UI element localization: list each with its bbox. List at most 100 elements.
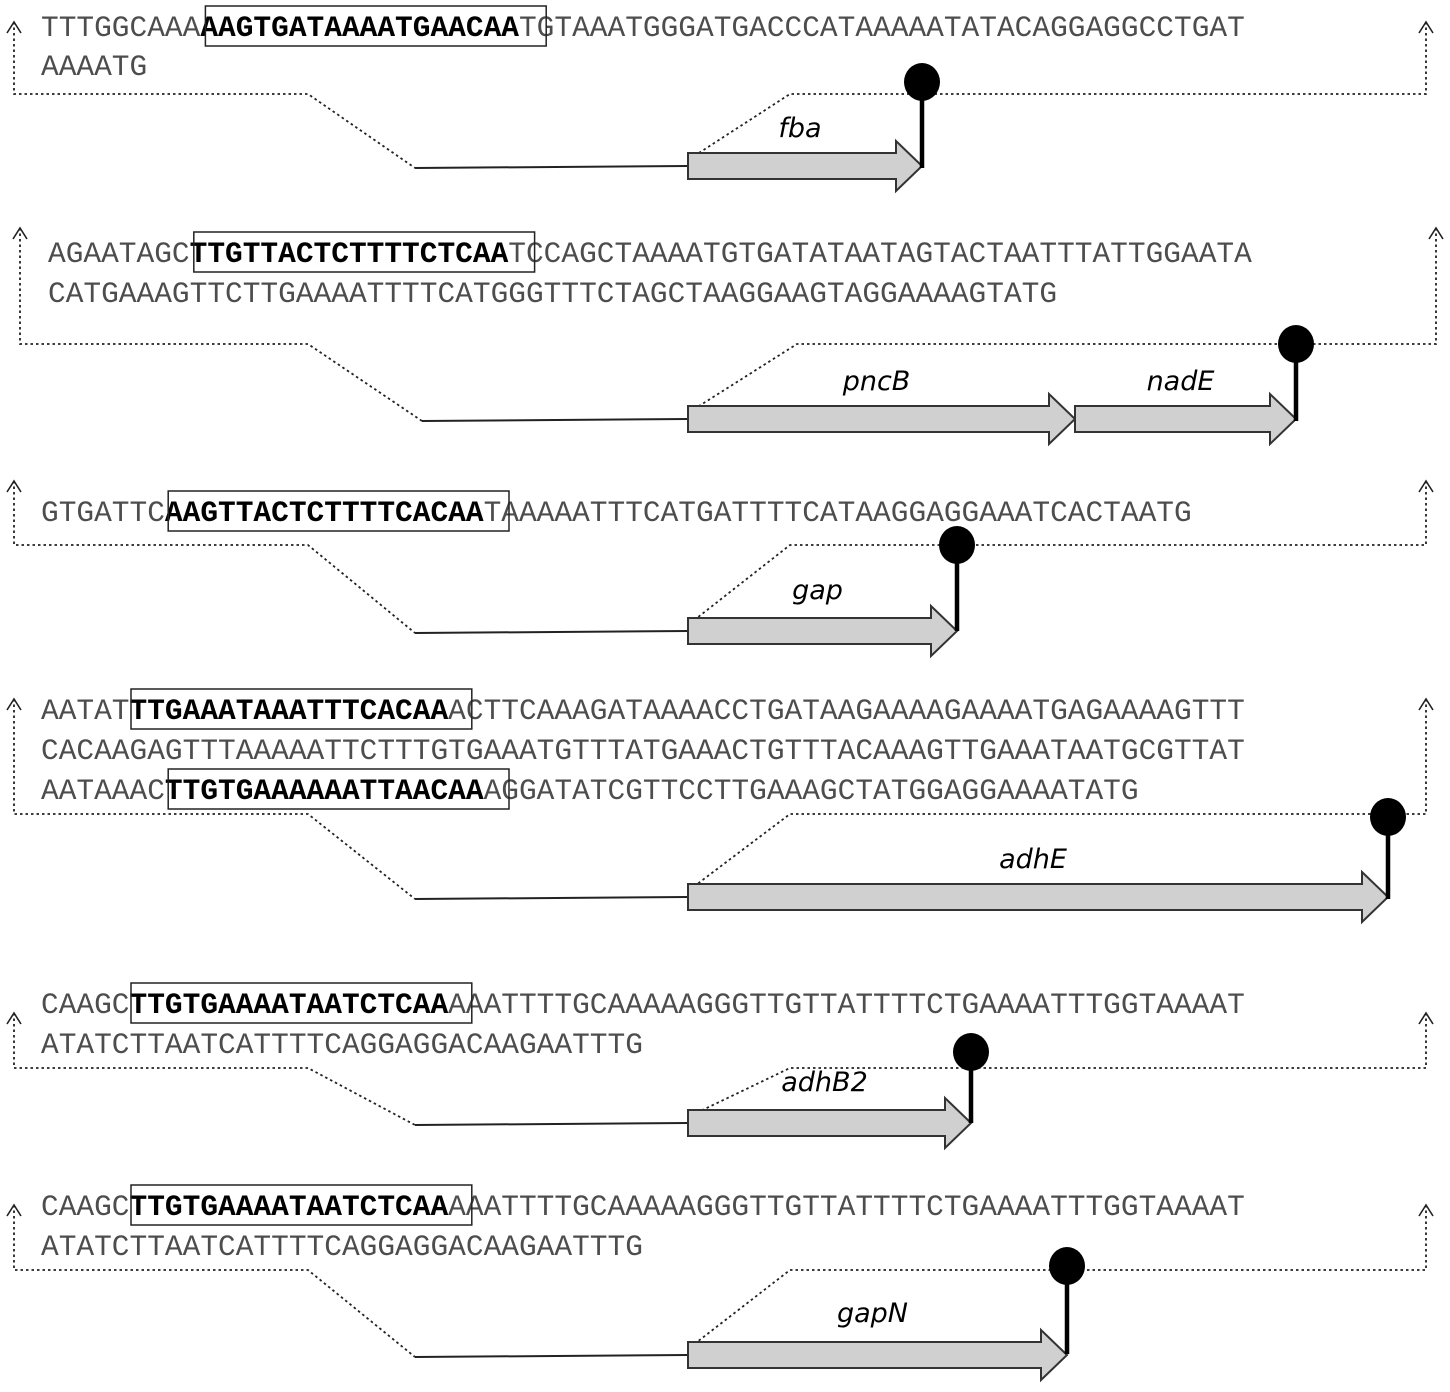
bracket-arrowhead-left bbox=[6, 697, 22, 711]
sequence-line: AATAAACTTGTGAAAAAATTAACAAAGGATATCGTTCCTT… bbox=[41, 774, 1139, 808]
zoom-bracket-right bbox=[687, 699, 1427, 892]
sequence-line: CAAGCTTGTGAAAATAATCTCAAAAATTTTGCAAAAAGGG… bbox=[41, 988, 1245, 1022]
promoter-panel-pncB-nadE: AGAATAGCTTGTTACTCTTTTCTCAATCCAGCTAAAATGT… bbox=[12, 226, 1444, 447]
terminator-icon bbox=[953, 1033, 989, 1071]
sequence-line: ATATCTTAATCATTTTCAGGAGGACAAGAATTTG bbox=[41, 1028, 643, 1062]
gene-arrow-gap bbox=[687, 603, 959, 659]
sequence-line: GTGATTCAAGTTACTCTTTTCACAATAAAAATTTCATGAT… bbox=[41, 496, 1192, 530]
gene-label-gap: gap bbox=[792, 575, 843, 606]
bracket-arrowhead-right bbox=[1418, 697, 1434, 711]
sequence-line: AATATTTGAAATAAATTTCACAAACTTCAAAGATAAAACC… bbox=[41, 694, 1245, 728]
bracket-arrowhead-left bbox=[6, 20, 22, 34]
zoom-bracket-left bbox=[13, 1013, 416, 1126]
binding-motif: TTGTGAAAATAATCTCAA bbox=[130, 988, 449, 1022]
sequence-line: CAAGCTTGTGAAAATAATCTCAAAAATTTTGCAAAAAGGG… bbox=[41, 1190, 1245, 1224]
promoter-panel-gapN: CAAGCTTGTGAAAATAATCTCAAAAATTTTGCAAAAAGGG… bbox=[6, 1184, 1434, 1383]
terminator-icon bbox=[1049, 1247, 1085, 1285]
binding-motif: TTGTTACTCTTTTCTCAA bbox=[190, 237, 509, 271]
sequence-segment: AATAT bbox=[41, 694, 130, 728]
gene-arrow-gapN bbox=[687, 1327, 1069, 1383]
gene-label-nadE: nadE bbox=[1147, 366, 1215, 397]
binding-motif: TTGTGAAAATAATCTCAA bbox=[130, 1190, 449, 1224]
motif-box bbox=[193, 231, 536, 273]
sequence-segment: AAATTTTGCAAAAAGGGTTGTTATTTTCTGAAAATTTGGT… bbox=[448, 988, 1245, 1022]
sequence-segment: AAAATG bbox=[41, 50, 147, 84]
upstream-dna-line bbox=[414, 1354, 689, 1358]
bracket-arrowhead-left bbox=[6, 1203, 22, 1217]
zoom-bracket-left bbox=[19, 228, 423, 422]
promoter-panel-adhE: AATATTTGAAATAAATTTCACAAACTTCAAAGATAAAACC… bbox=[6, 688, 1434, 925]
sequence-segment: TAAAAATTTCATGATTTTCATAAGGAGGAAATCACTAATG bbox=[484, 496, 1192, 530]
binding-motif: AAGTGATAAAATGAACAA bbox=[200, 11, 519, 45]
upstream-dna-line bbox=[414, 165, 689, 169]
sequence-line: TTTGGCAAAAAGTGATAAAATGAACAATGTAAATGGGATG… bbox=[41, 11, 1245, 45]
gene-arrow-fba bbox=[687, 138, 924, 194]
binding-motif: TTGTGAAAAAATTAACAA bbox=[165, 774, 484, 808]
gene-arrow-pncB bbox=[687, 391, 1077, 447]
sequence-segment: CAAGC bbox=[41, 988, 130, 1022]
promoter-panel-fba: TTTGGCAAAAAGTGATAAAATGAACAATGTAAATGGGATG… bbox=[6, 5, 1434, 194]
gene-label-adhE: adhE bbox=[999, 844, 1067, 875]
gene-arrow-nadE bbox=[1074, 391, 1298, 447]
terminator-icon bbox=[904, 63, 940, 101]
gene-label-adhB2: adhB2 bbox=[781, 1067, 868, 1098]
gene-label-gapN: gapN bbox=[837, 1298, 908, 1329]
zoom-bracket-right bbox=[687, 481, 1427, 626]
bracket-arrowhead-right bbox=[1428, 226, 1444, 240]
motif-box bbox=[130, 688, 473, 730]
zoom-bracket-left bbox=[13, 22, 416, 169]
binding-motif: TTGAAATAAATTTCACAA bbox=[130, 694, 449, 728]
sequence-segment: ATATCTTAATCATTTTCAGGAGGACAAGAATTTG bbox=[41, 1028, 643, 1062]
binding-motif: AAGTTACTCTTTTCACAA bbox=[165, 496, 484, 530]
sequence-segment: TTTGGCAAA bbox=[41, 11, 201, 45]
sequence-segment: AGAATAGC bbox=[48, 237, 190, 271]
upstream-dna-line bbox=[414, 1122, 689, 1126]
bracket-arrowhead-left bbox=[6, 479, 22, 493]
gene-label-fba: fba bbox=[778, 113, 821, 144]
sequence-segment: AAATTTTGCAAAAAGGGTTGTTATTTTCTGAAAATTTGGT… bbox=[448, 1190, 1245, 1224]
bracket-arrowhead-left bbox=[6, 1011, 22, 1025]
motif-box bbox=[167, 768, 510, 810]
gene-arrow-adhE bbox=[687, 869, 1390, 925]
motif-box bbox=[130, 982, 473, 1024]
sequence-segment: AGGATATCGTTCCTTGAAAGCTATGGAGGAAAATATG bbox=[484, 774, 1139, 808]
promoter-panel-gap: GTGATTCAAGTTACTCTTTTCACAATAAAAATTTCATGAT… bbox=[6, 479, 1434, 659]
sequence-line: AAAATG bbox=[41, 50, 147, 84]
sequence-segment: TGTAAATGGGATGACCCATAAAAATATACAGGAGGCCTGA… bbox=[519, 11, 1245, 45]
motif-box bbox=[130, 1184, 473, 1226]
zoom-bracket-right bbox=[687, 228, 1437, 414]
zoom-bracket-left bbox=[13, 699, 416, 900]
promoter-panel-adhB2: CAAGCTTGTGAAAATAATCTCAAAAATTTTGCAAAAAGGG… bbox=[6, 982, 1434, 1151]
sequence-segment: CACAAGAGTTTAAAAATTCTTTGTGAAATGTTTATGAAAC… bbox=[41, 734, 1245, 768]
upstream-dna-line bbox=[414, 896, 689, 900]
bracket-arrowhead-right bbox=[1418, 479, 1434, 493]
motif-box bbox=[167, 490, 510, 532]
sequence-segment: AATAAAC bbox=[41, 774, 165, 808]
sequence-line: CATGAAAGTTCTTGAAAATTTTCATGGGTTTCTAGCTAAG… bbox=[48, 277, 1057, 311]
sequence-line: ATATCTTAATCATTTTCAGGAGGACAAGAATTTG bbox=[41, 1230, 643, 1264]
sequence-line: AGAATAGCTTGTTACTCTTTTCTCAATCCAGCTAAAATGT… bbox=[48, 237, 1252, 271]
sequence-segment: CATGAAAGTTCTTGAAAATTTTCATGGGTTTCTAGCTAAG… bbox=[48, 277, 1057, 311]
terminator-icon bbox=[1278, 325, 1314, 363]
terminator-icon bbox=[939, 526, 975, 564]
bracket-arrowhead-right bbox=[1418, 20, 1434, 34]
zoom-bracket-right bbox=[687, 1013, 1427, 1118]
bracket-arrowhead-left bbox=[12, 226, 28, 240]
zoom-bracket-right bbox=[687, 1205, 1427, 1350]
sequence-segment: ACTTCAAAGATAAAACCTGATAAGAAAAGAAAATGAGAAA… bbox=[448, 694, 1245, 728]
gene-label-pncB: pncB bbox=[842, 366, 911, 397]
motif-box bbox=[204, 5, 547, 47]
zoom-bracket-left bbox=[13, 1205, 416, 1358]
terminator-icon bbox=[1370, 798, 1406, 836]
sequence-segment: ATATCTTAATCATTTTCAGGAGGACAAGAATTTG bbox=[41, 1230, 643, 1264]
sequence-line: CACAAGAGTTTAAAAATTCTTTGTGAAATGTTTATGAAAC… bbox=[41, 734, 1245, 768]
bracket-arrowhead-right bbox=[1418, 1203, 1434, 1217]
gene-arrow-adhB2 bbox=[687, 1095, 973, 1151]
zoom-bracket-left bbox=[13, 481, 416, 634]
sequence-segment: GTGATTC bbox=[41, 496, 165, 530]
bracket-arrowhead-right bbox=[1418, 1011, 1434, 1025]
upstream-dna-line bbox=[414, 630, 689, 634]
sequence-segment: TCCAGCTAAAATGTGATATAATAGTACTAATTTATTGGAA… bbox=[508, 237, 1252, 271]
upstream-dna-line bbox=[421, 418, 689, 422]
